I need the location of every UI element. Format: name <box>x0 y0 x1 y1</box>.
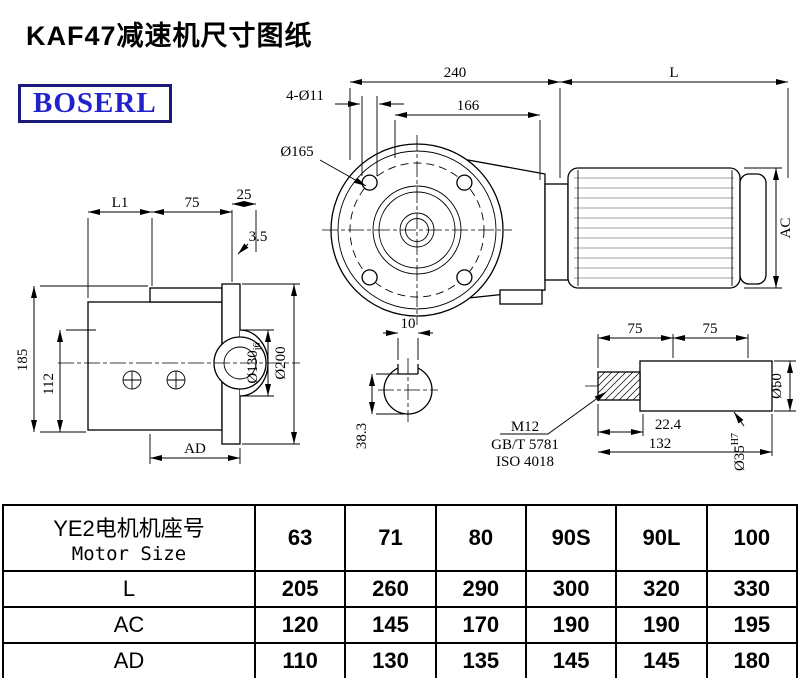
dim-AD-label: AD <box>184 441 206 457</box>
dim-O130-value: Ø130 <box>245 350 261 383</box>
table-cell: 190 <box>615 606 708 644</box>
page-title: KAF47减速机尺寸图纸 <box>26 21 313 51</box>
table-cell: 190 <box>524 606 618 644</box>
dim-166-label: 166 <box>457 98 480 114</box>
dim-O50-label: Ø50 <box>769 373 785 399</box>
dim-O130j6-label: Ø130j6 <box>245 342 263 383</box>
table-cell: 205 <box>253 570 347 608</box>
shaft-detail: 75 75 M12 GB/T 5781 ISO 4018 22.4 132 Ø5… <box>491 321 796 471</box>
table-row-L: L 205 260 290 300 320 330 <box>2 570 799 608</box>
table-cell: 170 <box>434 606 527 644</box>
dim-O35H7-label: Ø35H7 <box>730 433 748 471</box>
table-cell: 145 <box>615 642 708 678</box>
dim-3-5-label: 3.5 <box>249 229 268 245</box>
header-en: Motor Size <box>71 543 187 565</box>
dim-4xO11-label: 4-Ø11 <box>286 88 324 104</box>
table-row-AC: AC 120 145 170 190 190 195 <box>2 606 799 644</box>
hatch-lines <box>597 371 641 401</box>
dim-O165-label: Ø165 <box>280 144 313 160</box>
row-label-AD: AD <box>2 642 256 678</box>
motor-size-header-cell: YE2电机机座号 Motor Size <box>2 504 256 572</box>
dim-AC-label: AC <box>778 218 794 239</box>
size-63-cell: 63 <box>253 504 347 572</box>
dim-L-label: L <box>669 65 678 81</box>
boserl-logo: BOSERL <box>18 84 172 123</box>
dim-O130-tolerance: j6 <box>252 342 263 351</box>
motor-fins <box>574 177 734 279</box>
dimension-table: YE2电机机座号 Motor Size 63 71 80 90S 90L 100… <box>2 504 799 678</box>
thread-M12-label: M12 <box>511 419 539 435</box>
top-dimensions: 240 L 166 4-Ø11 Ø165 AC <box>280 65 794 289</box>
table-cell: 130 <box>344 642 437 678</box>
side-view <box>58 283 300 445</box>
dim-O35-value: Ø35 <box>732 445 748 471</box>
table-cell: 260 <box>344 570 437 608</box>
dim-75a-label: 75 <box>628 321 643 337</box>
table-cell: 180 <box>705 642 799 678</box>
table-cell: 330 <box>705 570 799 608</box>
size-80-cell: 80 <box>434 504 527 572</box>
dim-185-label: 185 <box>15 349 31 372</box>
dim-25-label: 25 <box>237 187 252 203</box>
dim-132-label: 132 <box>649 436 672 452</box>
table-cell: 145 <box>524 642 618 678</box>
table-cell: 145 <box>344 606 437 644</box>
dim-O35-tolerance: H7 <box>730 433 741 445</box>
dim-38-3-label: 38.3 <box>354 423 370 449</box>
side-dimensions: L1 75 25 3.5 185 112 AD Ø130j6 Ø200 <box>15 187 300 464</box>
size-90L-cell: 90L <box>615 504 708 572</box>
table-cell: 135 <box>434 642 527 678</box>
technical-drawing: 240 L 166 4-Ø11 Ø165 AC <box>15 65 796 471</box>
table-cell: 320 <box>615 570 708 608</box>
table-header-row: YE2电机机座号 Motor Size 63 71 80 90S 90L 100 <box>2 504 799 572</box>
row-label-L: L <box>2 570 256 608</box>
size-71-cell: 71 <box>344 504 437 572</box>
row-label-AC: AC <box>2 606 256 644</box>
key-view: 10 38.3 <box>354 316 438 449</box>
size-100-cell: 100 <box>705 504 799 572</box>
dim-75-left-label: 75 <box>185 195 200 211</box>
dim-112-label: 112 <box>41 373 57 395</box>
header-cn: YE2电机机座号 <box>53 516 205 541</box>
dim-O200-label: Ø200 <box>273 346 289 379</box>
dim-22-4-label: 22.4 <box>655 417 682 433</box>
standard-iso-label: ISO 4018 <box>496 454 554 470</box>
table-cell: 300 <box>524 570 618 608</box>
size-90S-cell: 90S <box>524 504 618 572</box>
logo-text: BOSERL <box>33 87 157 119</box>
dim-240-label: 240 <box>444 65 467 81</box>
front-view <box>322 135 767 325</box>
table-row-AD: AD 110 130 135 145 145 180 <box>2 642 799 678</box>
dim-75b-label: 75 <box>703 321 718 337</box>
dim-10-label: 10 <box>401 316 416 332</box>
dim-L1-label: L1 <box>112 195 129 211</box>
standard-gbt-label: GB/T 5781 <box>491 437 559 453</box>
table-cell: 120 <box>253 606 347 644</box>
table-cell: 195 <box>705 606 799 644</box>
table-cell: 290 <box>434 570 527 608</box>
table-cell: 110 <box>253 642 347 678</box>
